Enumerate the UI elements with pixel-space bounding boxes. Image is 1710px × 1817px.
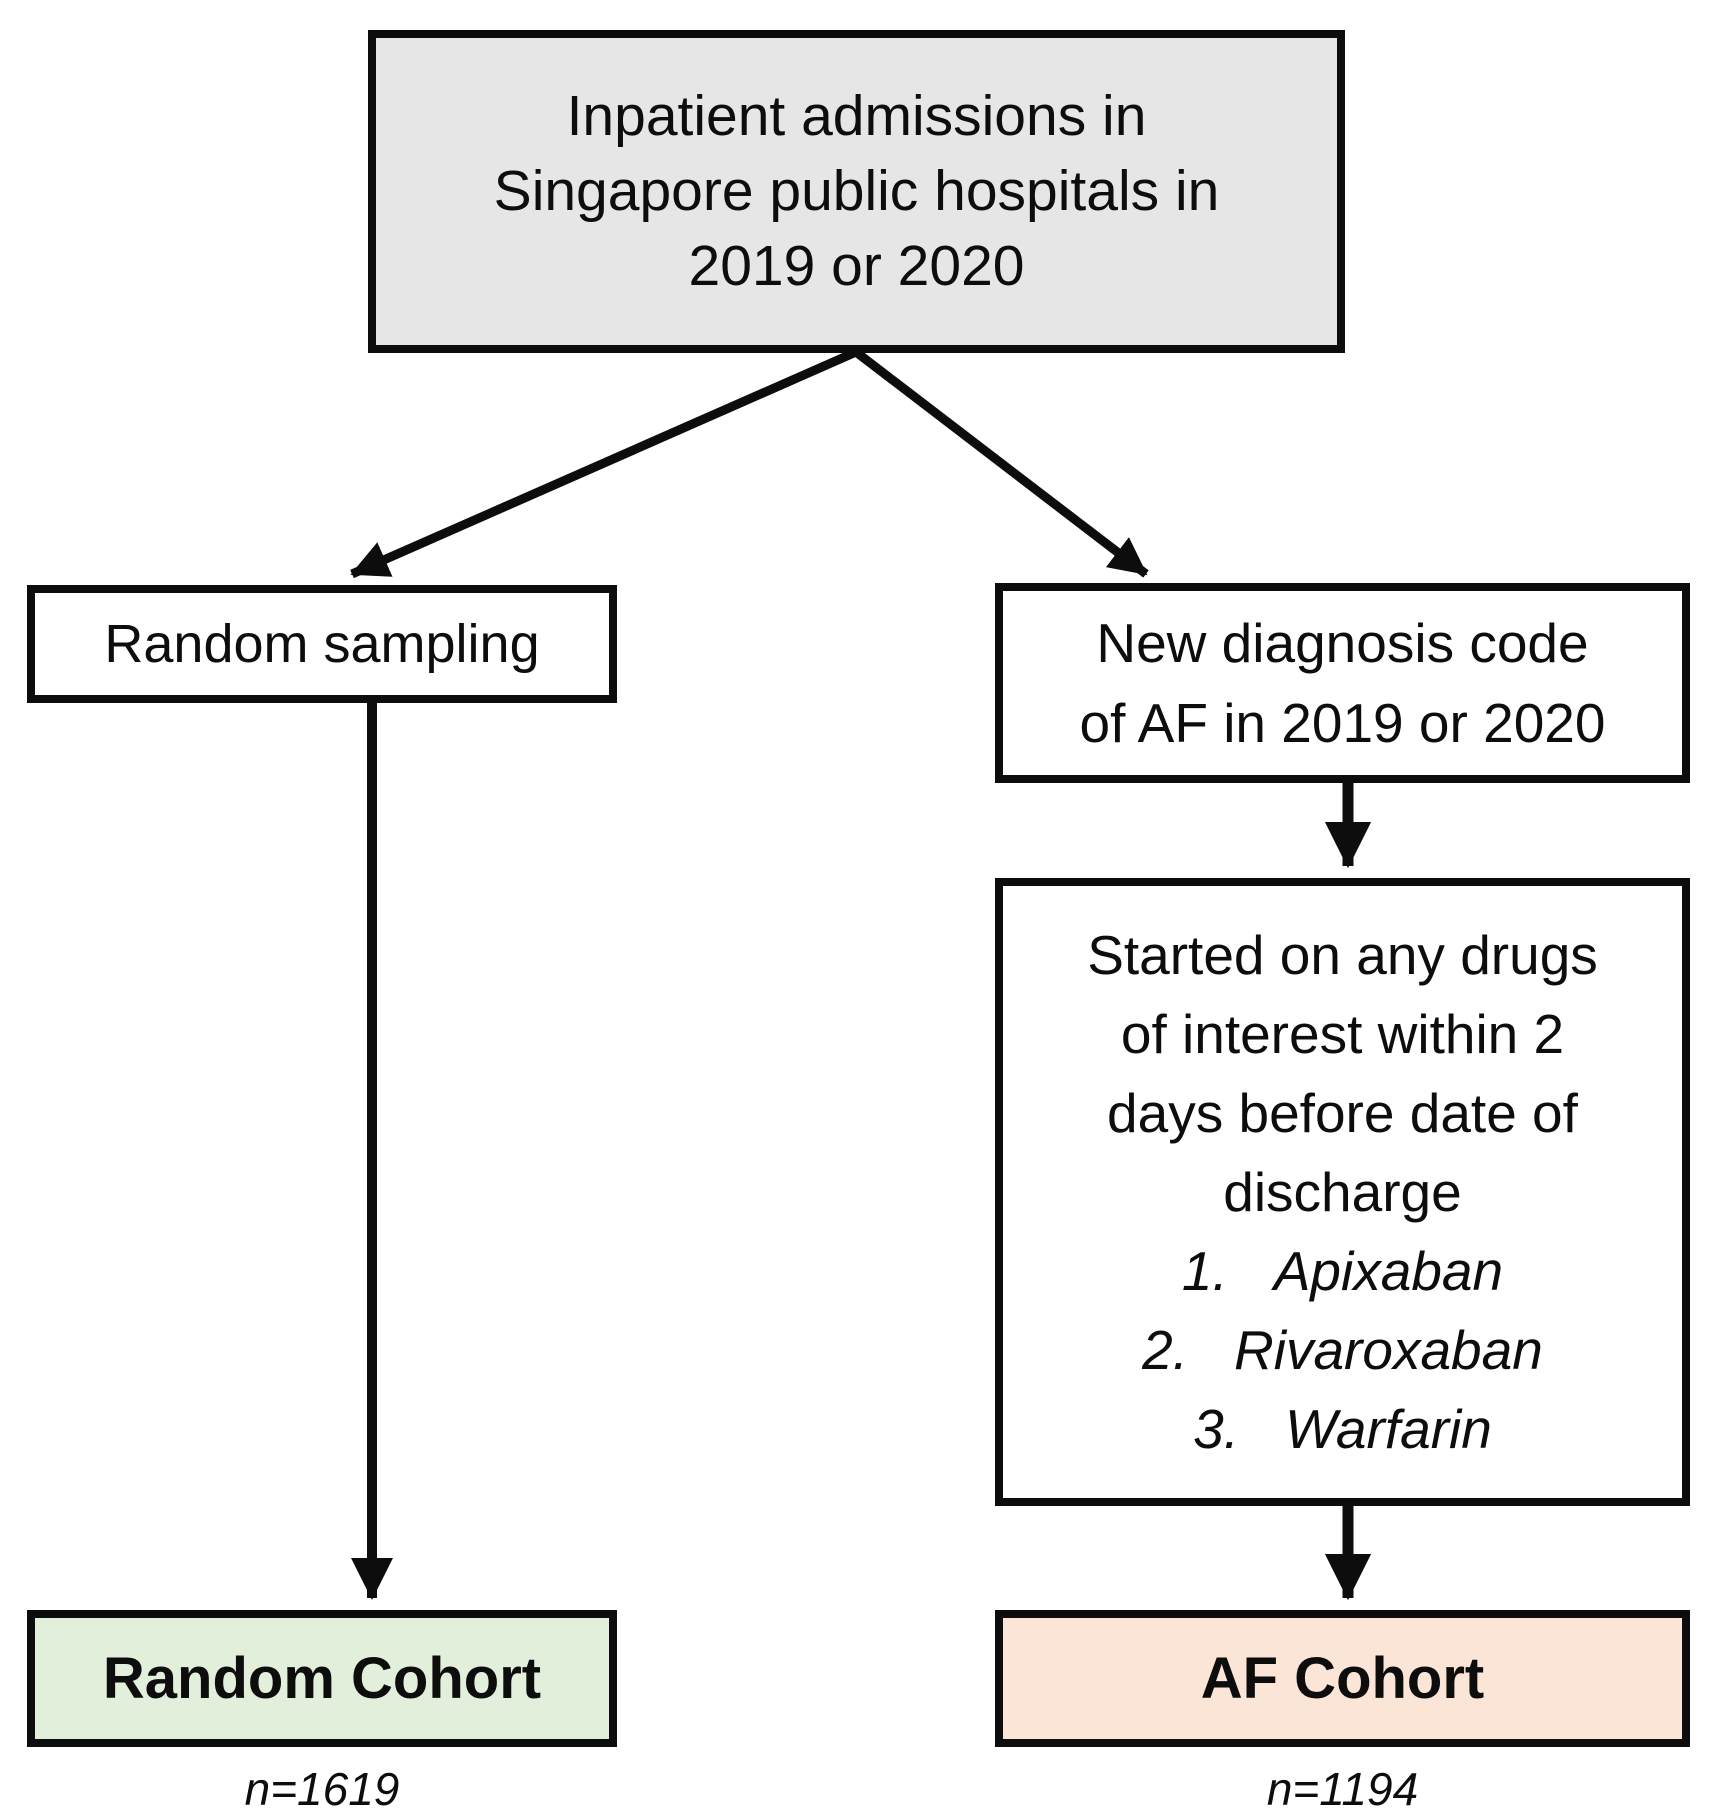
drug-number: 1. <box>1181 1239 1228 1302</box>
box-af-cohort: AF Cohort <box>995 1610 1690 1747</box>
drugs-line-2: of interest within 2 <box>1120 1002 1565 1065</box>
new-diagnosis-line-1: New diagnosis code <box>1096 612 1589 674</box>
inpatient-admissions-line-2: Singapore public hospitals in <box>493 159 1220 223</box>
drug-name: Apixaban <box>1273 1239 1504 1302</box>
arrow-top-to-random-sampling <box>350 347 858 579</box>
drug-item-apixaban: 1. Apixaban <box>1182 1232 1503 1311</box>
drug-number: 2. <box>1142 1318 1189 1381</box>
new-diagnosis-line-2: of AF in 2019 or 2020 <box>1079 692 1606 754</box>
drug-number: 3. <box>1193 1397 1240 1460</box>
af-cohort-label: AF Cohort <box>1200 1646 1485 1711</box>
random-sampling-label: Random sampling <box>104 614 540 674</box>
drugs-line-3: days before date of <box>1107 1081 1578 1144</box>
arrow-top-to-new-diagnosis <box>853 348 1149 578</box>
drug-name: Warfarin <box>1285 1397 1492 1460</box>
drugs-line-1: Started on any drugs <box>1087 923 1598 986</box>
box-new-diagnosis: New diagnosis code of AF in 2019 or 2020 <box>995 583 1690 783</box>
drug-item-warfarin: 3. Warfarin <box>1193 1390 1492 1469</box>
drugs-line-4: discharge <box>1223 1160 1462 1223</box>
drug-name: Rivaroxaban <box>1234 1318 1543 1381</box>
box-random-sampling: Random sampling <box>27 585 617 703</box>
inpatient-admissions-line-1: Inpatient admissions in <box>566 84 1147 148</box>
random-cohort-label: Random Cohort <box>102 1646 542 1711</box>
af-cohort-count: n=1194 <box>1266 1763 1419 1815</box>
inpatient-admissions-line-3: 2019 or 2020 <box>688 234 1025 298</box>
box-random-cohort: Random Cohort <box>27 1610 617 1747</box>
drug-item-rivaroxaban: 2. Rivaroxaban <box>1142 1311 1543 1390</box>
box-drugs-of-interest: Started on any drugs of interest within … <box>995 878 1690 1506</box>
random-cohort-count: n=1619 <box>244 1763 400 1815</box>
box-inpatient-admissions: Inpatient admissions in Singapore public… <box>368 30 1345 353</box>
